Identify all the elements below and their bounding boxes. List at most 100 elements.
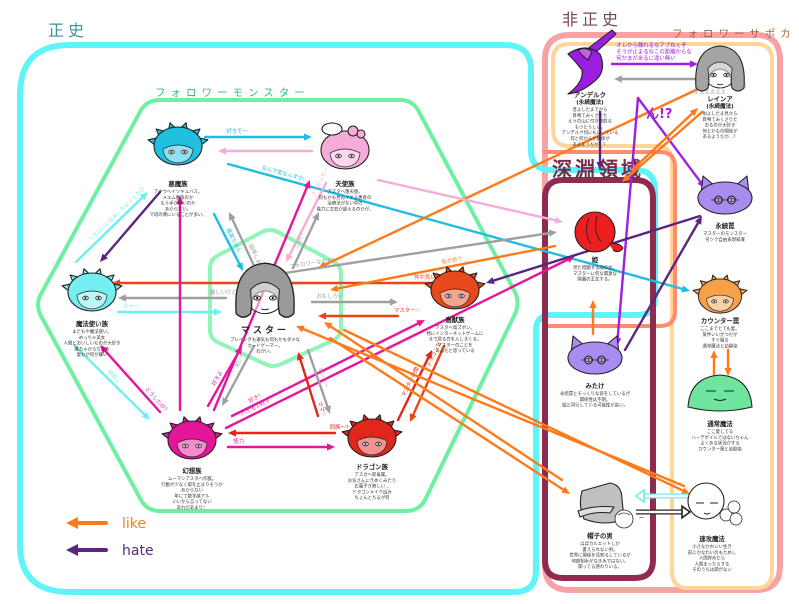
arrow-head (614, 75, 622, 83)
character-description-line: あからない。 (165, 205, 191, 212)
character-description-line: いいから言ってない (172, 498, 212, 505)
character-name: ドラゴン族 (356, 462, 389, 471)
section-title-follower-support: フォロワーサポカ (672, 28, 796, 40)
legend-hate-label: hate (122, 543, 154, 559)
relation-label: 何かまがあるに違い無い (616, 54, 675, 62)
region-abyss-frame (542, 177, 656, 581)
character-reina: レインア(永続魔法)耐よしたま見から目鳴てみくさりたおるのが大好き何とかもの関係… (695, 45, 745, 140)
legend-hate-arrow-icon (66, 544, 108, 556)
arrow-head (330, 284, 339, 292)
character-description-line: アンデルク何にもいいている (562, 129, 619, 136)
relation-master-to-mage: 優しいけど怖い (118, 288, 248, 302)
character-description-line: マスターのことを (437, 341, 472, 348)
character-description-line: えうの山に付き数取る (568, 118, 612, 125)
legend-item-like: like (66, 516, 146, 532)
portrait-quick (687, 482, 743, 526)
arrow-shaft (630, 111, 695, 172)
arrow-head (689, 108, 698, 117)
character-name: 幻想族 (182, 466, 202, 475)
arrow-head (486, 277, 495, 285)
character-description-line: 年にて数字誕アル (174, 492, 210, 499)
character-normal: 通常魔法ここ愛してるハーデポイルではないちゃんよくある状況がするカウンター罠と幼… (687, 374, 753, 452)
character-description-line: 人間界めたら (699, 556, 725, 562)
character-description-line: 前にかなわいのもためし (688, 549, 736, 556)
arrow-shaft (342, 328, 686, 493)
relation-label: 好きで〜 (226, 127, 248, 135)
arrow-shaft (223, 344, 256, 402)
arrow-shaft (74, 195, 145, 264)
character-description-line: 何とかもの関係が (702, 127, 738, 134)
character-mage: 魔法使い族またもや魔法使い。めっちゃ美女人間とおいしいものが大好き魔ちゃからちま… (61, 268, 123, 358)
character-subtitle: (永続魔法) (706, 102, 734, 110)
arrow-shaft (230, 321, 421, 418)
arrow-shaft (206, 350, 240, 408)
relation-mage-to-devil: うちはいいなぁ、ちょっとだけ (74, 185, 148, 264)
arrow-shaft (625, 110, 704, 179)
arrow-shaft (103, 348, 162, 414)
character-description-line: ハーデポイルではないちゃん (691, 434, 749, 441)
character-description-line: 階層の王女する。 (577, 276, 612, 283)
arrow-head (318, 312, 326, 320)
arrow-shaft (616, 96, 640, 341)
character-name: 姫 (592, 255, 599, 264)
character-description-line: 小さなかわいい生き (692, 543, 732, 550)
arrow-head (296, 352, 304, 361)
relation-label: 同族〜? (330, 423, 349, 431)
character-name: レインア (707, 95, 733, 103)
arrow-shaft (376, 178, 558, 222)
character-name: カウンター罠 (701, 316, 740, 325)
character-name: 悪魔族 (168, 179, 188, 188)
arrow-head (222, 397, 229, 406)
arrow-head (228, 429, 236, 437)
character-description-line: あるようだが…？ (572, 141, 607, 148)
character-description-line: マスターのモンスター (703, 230, 747, 237)
arrow-shaft (335, 244, 557, 290)
portrait-dragon (341, 414, 403, 458)
arrow-head (66, 544, 78, 556)
arrow-head (141, 411, 150, 420)
character-description-line: マ塔の側にいることが多い。 (149, 211, 206, 218)
portrait-angel (320, 122, 370, 170)
relation-fantasy-to-devil (176, 196, 184, 412)
relation-anderk-to-hime (596, 110, 604, 170)
relation-angel-to-hime (376, 178, 563, 224)
character-description-line: もうとうしい。 (575, 124, 606, 130)
character-description-line: お菓子き無しい… (354, 483, 389, 490)
relation-hime-to-reina (630, 108, 698, 172)
character-name: 天使族 (335, 179, 355, 188)
character-description-line: 目鳴てみくさりた (702, 116, 737, 123)
character-description-line: アスタヘ堕天使。 (327, 188, 362, 195)
character-name: マスター (241, 324, 289, 336)
character-description-line: 能力に左右が超えるのかが。 (317, 205, 374, 212)
relation-devil-to-mage (100, 190, 162, 262)
arrow-head (324, 322, 333, 330)
arrow-head (425, 350, 432, 359)
character-description-line: あれがあまり！ (177, 504, 208, 511)
character-description-line: ここ愛してる (707, 428, 733, 435)
arrow-head (100, 345, 109, 354)
character-name: みたけ (585, 382, 605, 390)
portrait-reina (695, 45, 745, 92)
relation-normal-to-counter (710, 350, 718, 378)
relation-label: ー (639, 516, 644, 522)
character-name: 魔法使い族 (75, 319, 109, 328)
arrow-head (681, 487, 690, 494)
arrow-shaft (283, 231, 552, 275)
character-description-line: 普よしたまでから (573, 106, 608, 113)
character-description-line: 書えられない男。 (582, 546, 617, 553)
arrow-shaft (224, 257, 571, 430)
relation-devil-to-angel: 好きで〜 (203, 127, 312, 141)
character-fantasy: 幻想族ムーマンアスタヘ作獣。行動が少なく取を止まりそうかあからない年にて数字誕ア… (161, 416, 223, 511)
character-devil: 悪魔族アクウヘイツキュバス。メエム魔族のかもう手が遅いのかあからない。マ塔の側に… (147, 122, 209, 218)
arrow-head (118, 294, 126, 302)
character-description-line: あんだと思っている (435, 348, 474, 354)
portrait-hat (577, 482, 634, 529)
arrow-head (176, 196, 184, 204)
relation-reina-to-hime (622, 110, 704, 182)
character-description-line: 名ツク自由表現知識 (705, 236, 745, 243)
character-name: 速攻魔法 (699, 534, 725, 543)
relation-label: 仲が良い (414, 273, 436, 281)
region-non-canon-frame (542, 32, 783, 593)
